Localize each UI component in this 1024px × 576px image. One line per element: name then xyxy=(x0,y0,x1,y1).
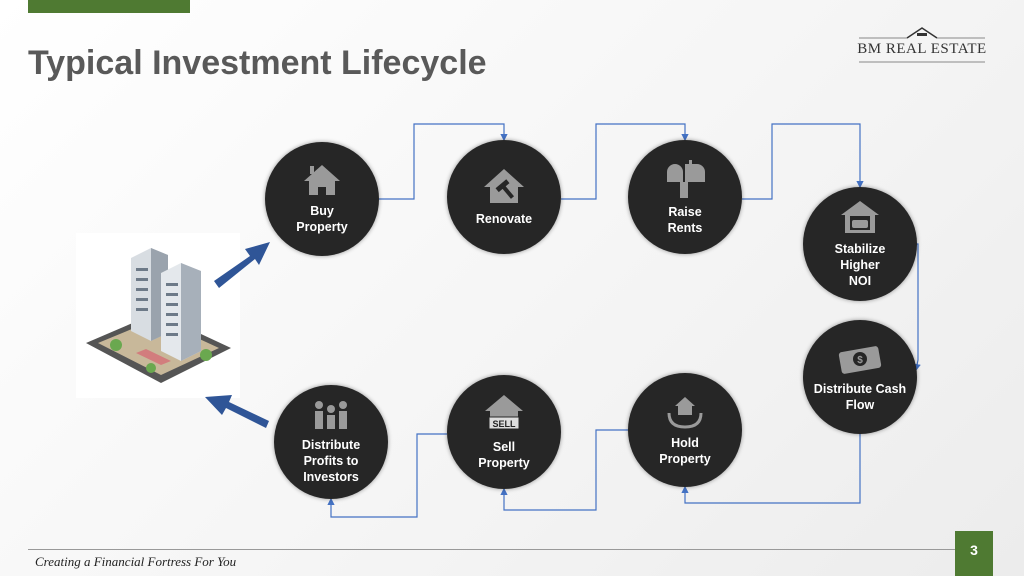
step-raise-rents[interactable]: Raise Rents xyxy=(628,140,742,254)
logo-text: BM Real Estate xyxy=(857,41,987,57)
connector-rents-stabilize xyxy=(742,123,864,200)
step-hold-property[interactable]: Hold Property xyxy=(628,373,742,487)
step-label: Hold Property xyxy=(659,436,711,466)
hand-house-icon xyxy=(667,397,703,429)
arrow-to-building xyxy=(205,395,269,428)
step-label: Sell Property xyxy=(478,440,530,470)
house-icon xyxy=(304,165,340,195)
step-label: Distribute Profits to Investors xyxy=(301,438,361,484)
investors-icon xyxy=(315,401,347,429)
footer-tagline: Creating a Financial Fortress For You xyxy=(35,554,237,569)
connector-renovate-rents xyxy=(561,123,689,200)
house-sofa-icon xyxy=(841,201,879,233)
accent-bar xyxy=(28,0,190,13)
step-label: Distribute Cash Flow xyxy=(813,382,907,412)
svg-text:SELL: SELL xyxy=(492,419,516,429)
sell-sign-icon: SELL xyxy=(485,395,523,430)
step-label: Raise Rents xyxy=(667,205,703,235)
footer-divider xyxy=(28,549,955,550)
logo: BM Real Estate xyxy=(855,24,989,66)
mailbox-icon xyxy=(667,160,705,198)
step-renovate[interactable]: Renovate xyxy=(447,140,561,254)
connector-hold-sell xyxy=(500,429,628,511)
connector-sell-profits xyxy=(327,433,447,518)
step-distribute-profits[interactable]: Distribute Profits to Investors xyxy=(274,385,388,499)
page-title: Typical Investment Lifecycle xyxy=(28,44,487,82)
connector-stabilize-cash xyxy=(913,243,921,372)
step-buy-property[interactable]: Buy Property xyxy=(265,142,379,256)
connector-cash-hold xyxy=(681,434,861,504)
connector-buy-renovate xyxy=(379,123,508,200)
arrow-to-buy xyxy=(214,242,270,288)
page-number: 3 xyxy=(955,531,993,576)
step-label: Stabilize Higher NOI xyxy=(834,242,886,288)
step-distribute-cash-flow[interactable]: $ Distribute Cash Flow xyxy=(803,320,917,434)
building-image xyxy=(76,233,240,398)
step-label: Buy Property xyxy=(296,204,348,234)
logo-roof-icon xyxy=(859,27,985,63)
step-sell-property[interactable]: SELL Sell Property xyxy=(447,375,561,489)
hammer-house-icon xyxy=(484,169,524,203)
money-icon: $ xyxy=(838,346,882,374)
svg-text:$: $ xyxy=(857,355,863,366)
step-label: Renovate xyxy=(475,212,533,226)
step-stabilize-noi[interactable]: Stabilize Higher NOI xyxy=(803,187,917,301)
